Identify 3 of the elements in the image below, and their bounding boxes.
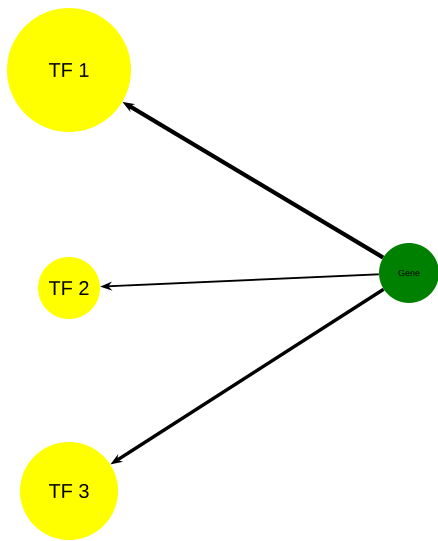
- circle-node: TF 2: [38, 257, 100, 319]
- circle-node: TF 3: [20, 442, 118, 540]
- circle-node: TF 1: [7, 8, 131, 132]
